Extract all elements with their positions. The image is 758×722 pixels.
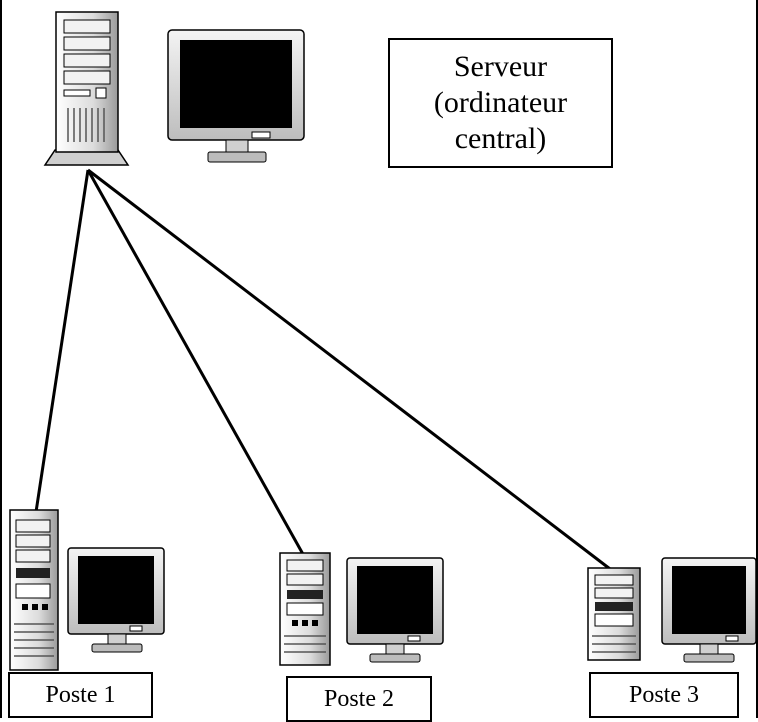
- server-tower-icon: [43, 11, 130, 166]
- poste-2-label: Poste 2: [286, 676, 432, 722]
- poste-1-label: Poste 1: [8, 672, 153, 718]
- link-poste-1: [34, 169, 90, 513]
- link-poste-2: [86, 169, 306, 557]
- link-poste-3: [87, 168, 615, 574]
- poste-2-tower-icon: [279, 552, 331, 666]
- poste-1-tower-icon: [9, 509, 59, 671]
- poste-3-label: Poste 3: [589, 672, 739, 718]
- poste-1-label-text: Poste 1: [45, 681, 116, 708]
- poste-3-monitor-icon: [661, 557, 757, 663]
- server-label: Serveur (ordinateur central): [388, 38, 613, 168]
- poste-2-label-text: Poste 2: [323, 685, 394, 712]
- poste-2-monitor-icon: [346, 557, 444, 663]
- connection-lines: [34, 168, 615, 574]
- poste-3-label-text: Poste 3: [628, 681, 699, 708]
- poste-3-tower-icon: [587, 567, 641, 661]
- server-label-text: Serveur (ordinateur central): [433, 50, 568, 155]
- poste-1-monitor-icon: [67, 547, 165, 653]
- server-monitor-icon: [167, 29, 305, 163]
